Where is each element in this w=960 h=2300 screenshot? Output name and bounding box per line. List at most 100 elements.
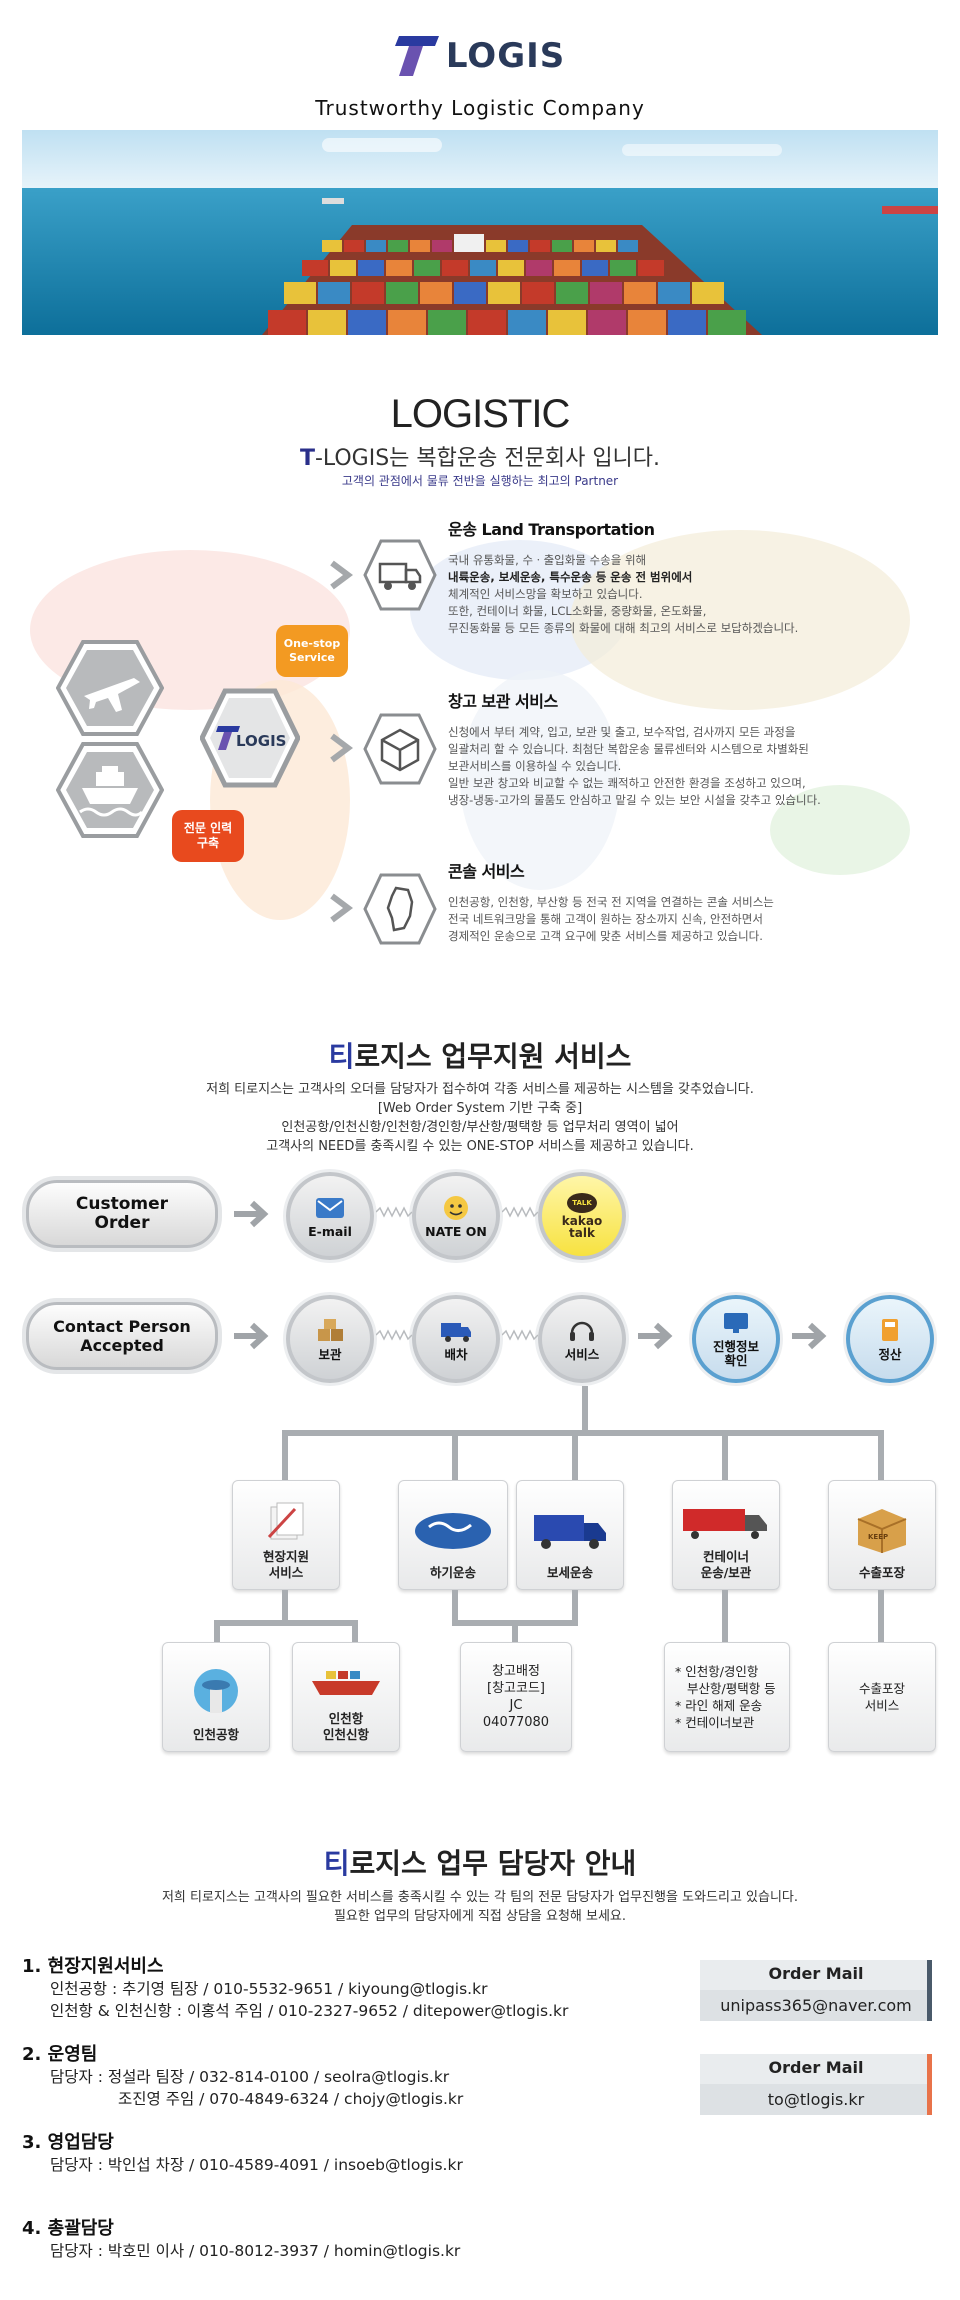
contact-group-1: 1. 현장지원서비스 인천공항 : 추기영 팀장 / 010-5532-9651… [22,1952,568,2022]
nateon-circle: NATE ON [412,1172,500,1260]
desc-line: 신청에서 부터 계약, 입고, 보관 및 출고, 보수작업, 검사까지 모든 과… [448,725,796,739]
title-rest: 로지스 업무지원 서비스 [354,1040,632,1073]
box-line4: * 컨테이너보관 [675,1715,755,1730]
logistic-title: LOGISTIC [390,392,571,436]
zigzag-connector [376,1206,412,1218]
service-title: 콘솔 서비스 [448,862,525,881]
truck-icon [534,1515,606,1549]
contact-line: 담당자 : 정설라 팀장 / 032-814-0100 / seolra@tlo… [50,2068,450,2086]
contact-group-3: 3. 영업담당 담당자 : 박인섭 차장 / 010-4589-4091 / i… [22,2128,463,2176]
order-mail-address[interactable]: to@tlogis.kr [700,2084,932,2115]
settlement-circle: 정산 [846,1295,934,1383]
korea-map-hex-icon [363,873,437,945]
onestop-bubble: One-stop Service [276,625,348,677]
container-ship-banner [22,130,938,335]
cargo-ship-icon [312,1671,380,1695]
kakao-talk-icon: TALK [567,1193,597,1213]
zigzag-connector [376,1329,412,1341]
tree-line [352,1620,358,1642]
tagline: Trustworthy Logistic Company [315,96,645,120]
tree-line [282,1430,884,1436]
airplane-hex-icon [56,640,164,736]
desc-line: 체계적인 서비스망을 확보하고 있습니다. [448,587,643,601]
truck-icon [441,1322,471,1342]
box-line2: 서비스 [268,1565,304,1580]
box-line1: 인천공항 [192,1727,239,1742]
export-packing-service-box: 수출포장 서비스 [828,1642,936,1752]
subtitle-rest: -LOGIS는 복합운송 전문회사 입니다. [314,446,661,471]
ship-hex-icon [56,742,164,838]
box-line1: 창고배정 [492,1664,540,1679]
desc-line: 인천공항/인천신항/인천항/경인항/부산항/평택항 등 업무처리 영역이 넓어 [281,1120,679,1135]
contact-group-2: 2. 운영팀 담당자 : 정설라 팀장 / 032-814-0100 / seo… [22,2040,463,2110]
box-line2: 운송/보관 [700,1565,752,1580]
zigzag-connector [502,1206,538,1218]
desc-line: 저희 티로지스는 고객사의 오더를 담당자가 접수하여 각종 서비스를 제공하는… [206,1082,754,1097]
box-line3: JC [509,1698,523,1713]
tree-line [582,1386,588,1434]
box-line1: 수출포장 [858,1565,905,1580]
support-desc: 저희 티로지스는 고객사의 오더를 담당자가 접수하여 각종 서비스를 제공하는… [0,1080,960,1156]
box-line1: * 인천항/경인항 [675,1664,759,1679]
truck-hex-icon [363,539,437,611]
box-line3: * 라인 해제 운송 [675,1698,763,1713]
circle-label: 보관 [318,1346,342,1362]
storage-circle: 보관 [286,1295,374,1383]
desc-line: 필요한 업무의 담당자에게 직접 상담을 요청해 보세요. [333,1909,627,1924]
boxes-icon [318,1318,343,1341]
desc-line: 일괄처리 할 수 있습니다. 최첨단 복합운송 물류센터와 시스템으로 차별화된 [448,742,809,756]
order-mail-box-2[interactable]: Order Mail to@tlogis.kr [700,2054,932,2115]
tree-line [572,1430,578,1480]
service-desc: 국내 유통화물, 수ㆍ출입화물 수송을 위해 내륙운송, 보세운송, 특수운송 … [448,552,938,637]
progress-line1: 진행정보 [712,1339,759,1354]
contact-line: 담당자 : 박호민 이사 / 010-8012-3937 / homin@tlo… [50,2242,461,2260]
logistic-partner-line: 고객의 관점에서 물류 전반을 실행하는 최고의 Partner [341,474,619,488]
box-line1: 수출포장 [858,1681,905,1696]
circle-label: 정산 [878,1346,902,1362]
tlogis-hex-logo [200,688,300,788]
tree-line [214,1620,220,1642]
staff-line1: 전문 인력 [183,821,233,835]
email-icon [316,1197,344,1218]
box-line2: [창고코드] [487,1681,545,1696]
subtitle-t: T [299,446,315,471]
arrow-right-icon [234,1200,269,1228]
desc-line: 저희 티로지스는 고객사의 필요한 서비스를 충족시킬 수 있는 각 팀의 전문… [161,1890,799,1905]
service-title: 창고 보관 서비스 [448,692,558,711]
tree-line [572,1590,578,1624]
circle-label: 배차 [444,1346,468,1362]
kakaotalk-circle: TALK kakao talk [538,1172,626,1260]
globe-icon [415,1513,491,1549]
order-mail-label: Order Mail [768,2058,864,2077]
group-head: 3. 영업담당 [22,2132,114,2153]
desc-line: 국내 유통화물, 수ㆍ출입화물 수송을 위해 [448,553,647,567]
order-mail-box-1[interactable]: Order Mail unipass365@naver.com [700,1960,932,2021]
box-line1: 현장지원 [262,1549,309,1564]
logistic-subtitle: T-LOGIS는 복합운송 전문회사 입니다. [0,440,960,472]
tree-line [722,1590,728,1642]
order-mail-address[interactable]: unipass365@naver.com [700,1990,932,2021]
tree-line [722,1430,728,1480]
site-support-box: 현장지원 서비스 [232,1480,340,1590]
group-head: 1. 현장지원서비스 [22,1956,164,1977]
desc-line: 냉장-냉동-고가의 물품도 안심하고 맡길 수 있는 보안 시설을 갖추고 있습… [448,793,821,807]
group-head: 4. 총괄담당 [22,2218,114,2239]
title-ti: 티 [328,1040,355,1073]
tree-line [452,1430,458,1480]
ship-illustration [22,130,938,335]
circle-label: NATE ON [425,1223,487,1239]
arrow-right-icon [234,1322,269,1350]
air-transport-box: 하기운송 [398,1480,508,1590]
desc-line: 보관서비스를 이용하실 수 있습니다. [448,759,622,773]
desc-line: 고객사의 NEED를 충족시킬 수 있는 ONE-STOP 서비스를 제공하고 … [266,1139,694,1154]
support-title: 티로지스 업무지원 서비스 [0,1035,960,1075]
calculator-icon [882,1318,898,1341]
kakao-line2: talk [569,1226,595,1240]
kakao-line1: kakao [561,1214,603,1228]
arrow-right-icon [638,1322,673,1350]
contact-line: 인천항 & 인천신항 : 이홍석 주임 / 010-2327-9652 / di… [50,2002,569,2020]
desc-line: 전국 네트워크망을 통해 고객이 원하는 장소까지 신속, 안전하면서 [448,912,763,926]
center-logo-text: LOGIS [236,732,287,750]
